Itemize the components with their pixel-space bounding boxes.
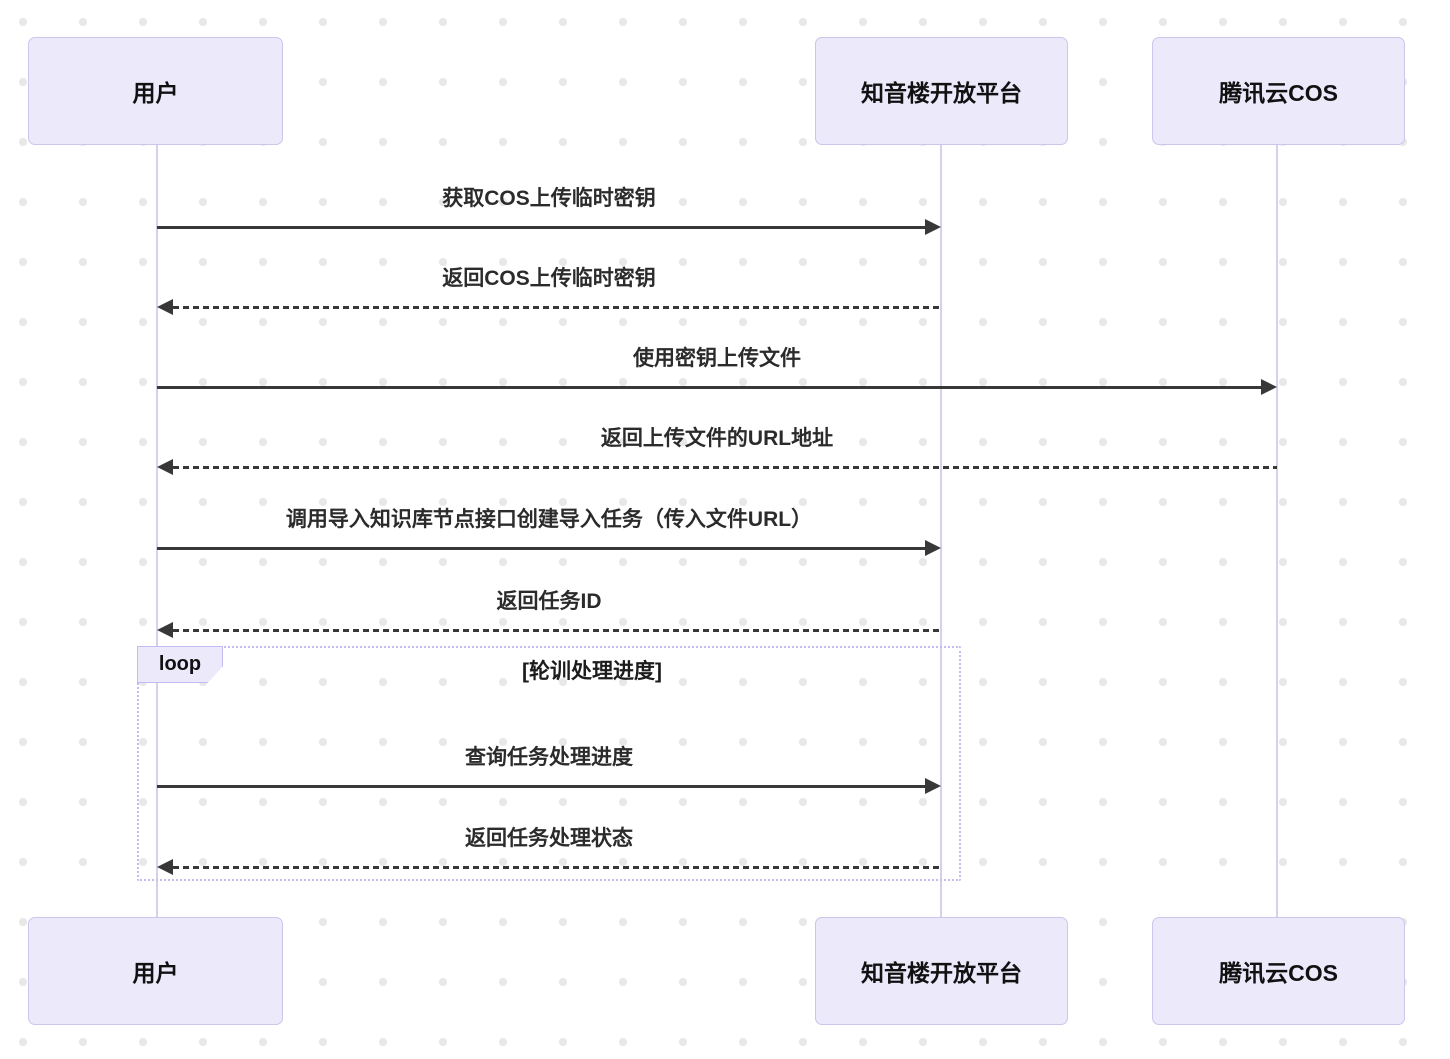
message-label: 调用导入知识库节点接口创建导入任务（传入文件URL）	[285, 508, 813, 531]
message-line-dashed	[173, 865, 941, 869]
loop-keyword-label: loop	[158, 653, 202, 675]
message-label: 查询任务处理进度	[465, 746, 633, 769]
message-line-dashed	[173, 628, 941, 632]
lifeline-user	[156, 145, 158, 917]
actor-label: 知音楼开放平台	[861, 960, 1022, 986]
actor-label: 知音楼开放平台	[861, 80, 1022, 106]
actor-bottom-platform: 知音楼开放平台	[815, 917, 1068, 1025]
arrowhead-right-icon	[925, 540, 941, 556]
message-label: 获取COS上传临时密钥	[442, 187, 656, 210]
arrowhead-left-icon	[157, 299, 173, 315]
message-label: 返回COS上传临时密钥	[442, 267, 656, 290]
message-label: 返回任务处理状态	[465, 827, 633, 850]
actor-bottom-user: 用户	[28, 917, 283, 1025]
message-label: 返回任务ID	[496, 590, 602, 613]
arrowhead-left-icon	[157, 459, 173, 475]
arrowhead-left-icon	[157, 859, 173, 875]
actor-top-cos: 腾讯云COS	[1152, 37, 1405, 145]
actor-label: 用户	[132, 960, 179, 986]
message-line-solid	[157, 385, 1261, 389]
arrowhead-left-icon	[157, 622, 173, 638]
loop-title: [轮训处理进度]	[522, 660, 662, 683]
message-line-solid	[157, 225, 925, 229]
actor-label: 腾讯云COS	[1219, 80, 1338, 106]
loop-keyword-tag: loop	[137, 646, 223, 683]
lifeline-platform	[940, 145, 942, 917]
arrowhead-right-icon	[1261, 379, 1277, 395]
arrowhead-right-icon	[925, 219, 941, 235]
actor-label: 用户	[132, 80, 179, 106]
lifeline-cos	[1276, 145, 1278, 917]
actor-top-platform: 知音楼开放平台	[815, 37, 1068, 145]
arrowhead-right-icon	[925, 778, 941, 794]
message-line-dashed	[173, 465, 1277, 469]
message-line-solid	[157, 546, 925, 550]
message-line-solid	[157, 784, 925, 788]
message-label: 使用密钥上传文件	[633, 347, 801, 370]
message-label: 返回上传文件的URL地址	[600, 427, 834, 450]
loop-frame	[137, 646, 961, 881]
actor-label: 腾讯云COS	[1219, 960, 1338, 986]
actor-top-user: 用户	[28, 37, 283, 145]
actor-bottom-cos: 腾讯云COS	[1152, 917, 1405, 1025]
message-line-dashed	[173, 305, 941, 309]
